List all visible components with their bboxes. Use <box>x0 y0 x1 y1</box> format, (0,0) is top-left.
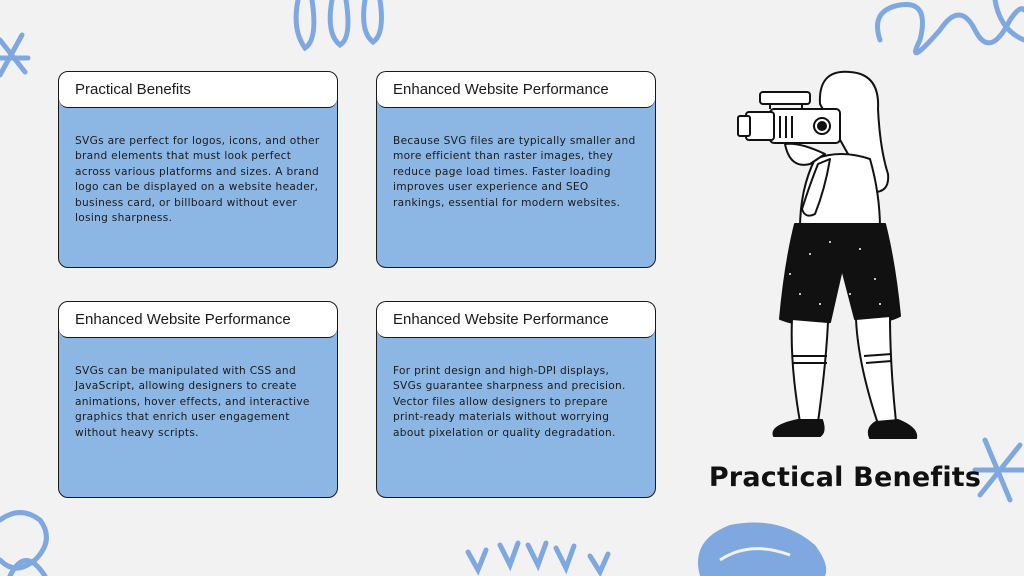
shorts <box>779 223 901 326</box>
v-doodle <box>587 551 611 576</box>
star-doodle <box>972 437 1024 503</box>
scribble-doodle <box>875 1 1024 56</box>
left-leg <box>790 318 829 423</box>
loop-doodle <box>327 0 351 49</box>
arm <box>784 142 826 166</box>
right-leg <box>855 315 897 425</box>
scribble-doodle <box>992 0 1024 43</box>
card-title: Enhanced Website Performance <box>377 72 655 108</box>
right-shoe <box>867 419 918 439</box>
card-title: Practical Benefits <box>59 72 337 108</box>
scribble-doodle <box>7 558 48 576</box>
card-practical-benefits: Practical Benefits SVGs are perfect for … <box>58 71 338 268</box>
loop-doodle <box>361 0 384 46</box>
star-doodle <box>0 32 31 78</box>
v-doodle <box>553 543 577 575</box>
v-doodle <box>497 540 521 572</box>
woman-camera-illustration <box>737 70 918 439</box>
v-doodle <box>525 540 549 572</box>
card-interactivity: Enhanced Website Performance SVGs can be… <box>58 301 338 498</box>
card-body: SVGs can be manipulated with CSS and Jav… <box>75 365 310 439</box>
card-title: Enhanced Website Performance <box>377 302 655 338</box>
card-print-design: Enhanced Website Performance For print d… <box>376 301 656 498</box>
v-doodle <box>465 547 489 576</box>
card-body: For print design and high-DPI displays, … <box>393 365 626 439</box>
card-body: Because SVG files are typically smaller … <box>393 135 636 209</box>
card-body: SVGs are perfect for logos, icons, and o… <box>75 135 320 225</box>
page-title: Practical Benefits <box>708 462 982 493</box>
card-website-performance: Enhanced Website Performance Because SVG… <box>376 71 656 268</box>
left-shoe <box>772 419 825 437</box>
card-title: Enhanced Website Performance <box>59 302 337 338</box>
loop-doodle <box>293 0 317 52</box>
